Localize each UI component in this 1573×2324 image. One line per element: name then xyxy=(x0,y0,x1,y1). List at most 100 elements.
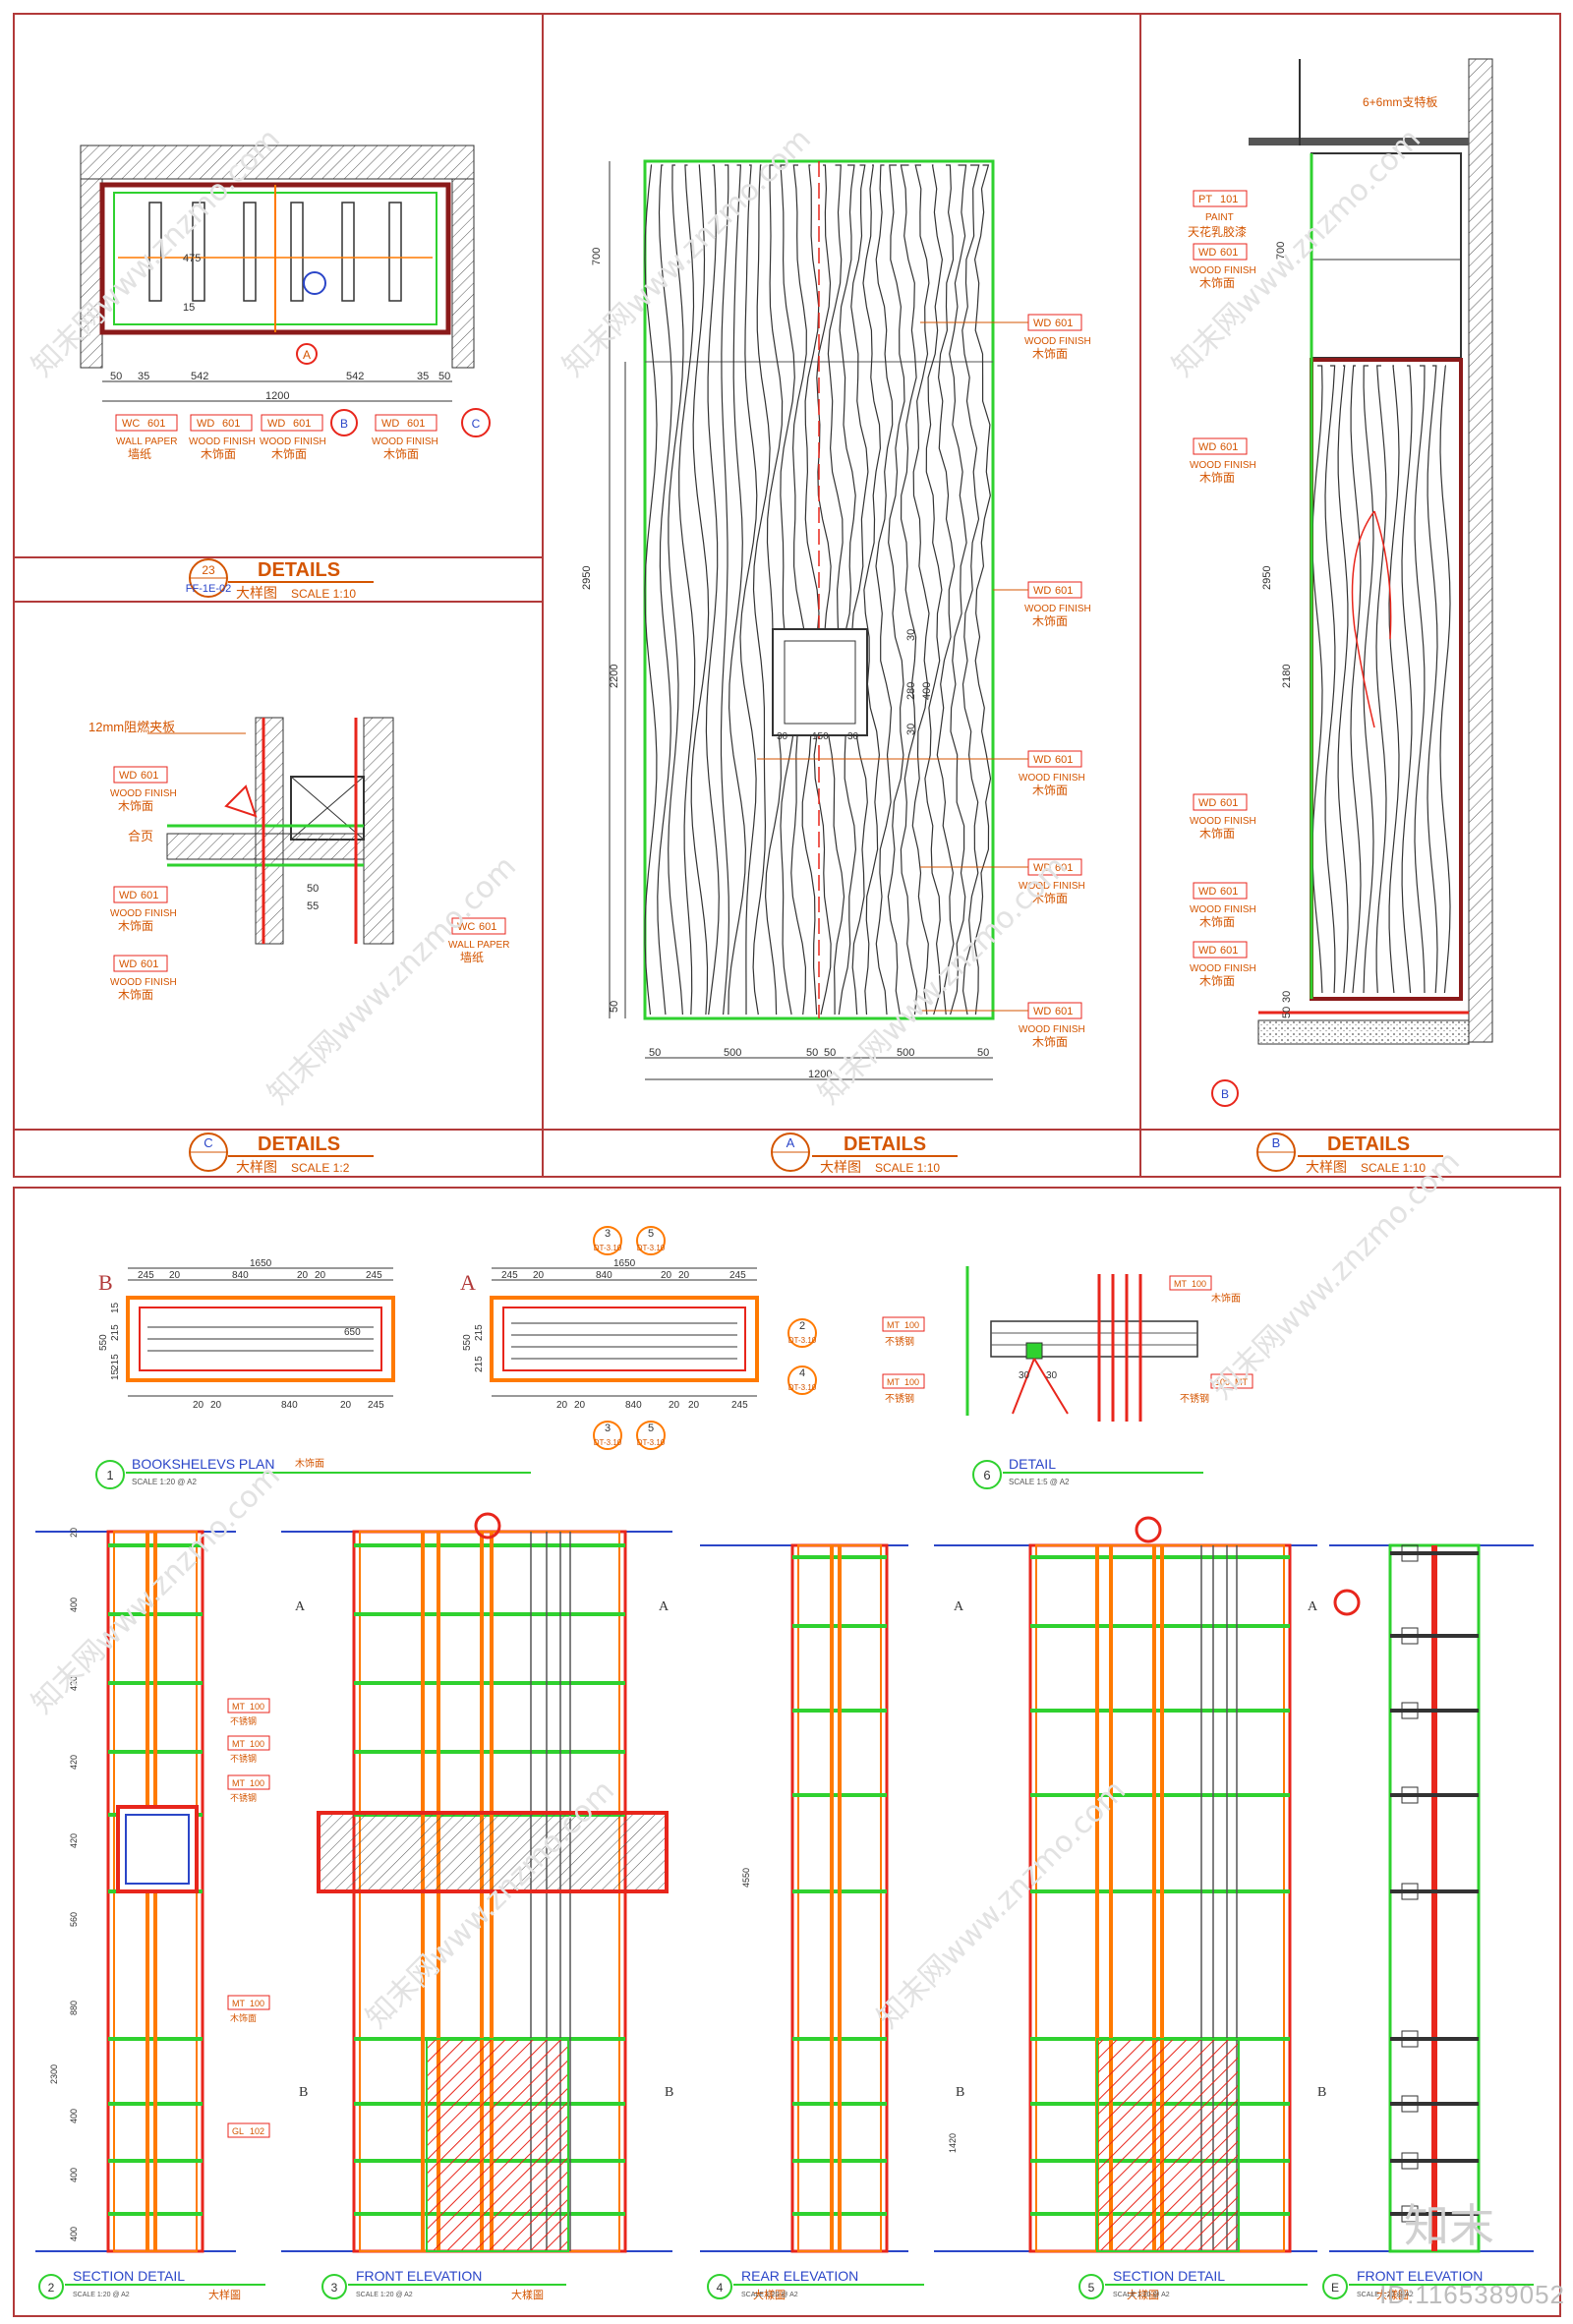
svg-text:DETAILS: DETAILS xyxy=(844,1133,926,1155)
svg-text:SCALE 1:20 @ A2: SCALE 1:20 @ A2 xyxy=(356,2292,413,2298)
svg-text:23: 23 xyxy=(202,563,215,577)
svg-text:3: 3 xyxy=(605,1228,611,1240)
svg-text:WD: WD xyxy=(1033,1006,1051,1017)
plan-a: A 1650 245 20 840 20 20 245 20 20 840 20… xyxy=(460,1226,817,1450)
svg-text:500: 500 xyxy=(724,1047,741,1059)
svg-text:215: 215 xyxy=(474,1356,485,1372)
dim-23-c: 542 xyxy=(191,371,208,382)
svg-text:15: 15 xyxy=(110,1302,121,1313)
svg-text:大样图: 大样图 xyxy=(1306,1159,1347,1175)
svg-text:A: A xyxy=(460,1270,476,1295)
svg-text:B: B xyxy=(1272,1135,1281,1150)
svg-text:SCALE 1:20 @ A2: SCALE 1:20 @ A2 xyxy=(1113,2292,1170,2298)
svg-text:WD: WD xyxy=(267,418,285,430)
svg-text:20: 20 xyxy=(297,1270,309,1281)
svg-text:木饰面: 木饰面 xyxy=(1199,276,1235,290)
wood-grain xyxy=(644,164,992,1016)
svg-text:木饰面: 木饰面 xyxy=(1199,827,1235,841)
svg-text:FRONT ELEVATION: FRONT ELEVATION xyxy=(356,2268,482,2284)
svg-text:SCALE 1:20 @ A2: SCALE 1:20 @ A2 xyxy=(132,1478,197,1486)
watermark-id: ID:1165389052 xyxy=(1379,2280,1565,2309)
svg-text:100: 100 xyxy=(904,1320,919,1330)
svg-text:30: 30 xyxy=(777,731,788,742)
svg-text:E: E xyxy=(1331,2281,1339,2295)
svg-text:100: 100 xyxy=(904,1377,919,1387)
svg-text:不锈钢: 不锈钢 xyxy=(1180,1392,1209,1405)
svg-text:A: A xyxy=(954,1599,964,1614)
elev-section-5 xyxy=(1028,1516,1292,2253)
svg-text:MT: MT xyxy=(232,1739,245,1749)
svg-text:B: B xyxy=(1317,2085,1326,2100)
svg-text:20: 20 xyxy=(193,1400,204,1411)
dim-23-b: 35 xyxy=(138,371,149,382)
svg-text:PAINT: PAINT xyxy=(1205,212,1234,223)
tags-a: WD 601 WOOD FINISH 木饰面 WD 601 WOOD FINIS… xyxy=(757,314,1091,1049)
svg-text:20: 20 xyxy=(533,1270,545,1281)
svg-text:DT-3.10: DT-3.10 xyxy=(788,1336,817,1345)
svg-text:FRONT ELEVATION: FRONT ELEVATION xyxy=(1357,2268,1483,2284)
svg-text:B: B xyxy=(299,2085,308,2100)
svg-text:WD: WD xyxy=(1033,754,1051,766)
svg-text:WOOD FINISH: WOOD FINISH xyxy=(1190,904,1256,915)
wood-grain-b xyxy=(1311,365,1451,994)
elevations xyxy=(106,1512,1481,2253)
svg-text:20: 20 xyxy=(678,1270,690,1281)
svg-text:SCALE 1:20 @ A2: SCALE 1:20 @ A2 xyxy=(73,2292,130,2298)
svg-text:400: 400 xyxy=(69,2109,79,2123)
svg-text:2: 2 xyxy=(799,1320,805,1332)
svg-text:601: 601 xyxy=(1220,945,1238,957)
svg-text:WD: WD xyxy=(1033,318,1051,329)
svg-text:102: 102 xyxy=(250,2126,264,2136)
elev-front-3 xyxy=(317,1512,669,2253)
svg-text:6: 6 xyxy=(983,1468,990,1482)
svg-text:不锈钢: 不锈钢 xyxy=(230,1715,257,1726)
svg-text:MT: MT xyxy=(232,1999,245,2008)
svg-text:100: 100 xyxy=(1215,1377,1230,1387)
svg-text:木饰面: 木饰面 xyxy=(230,2012,257,2023)
svg-text:5: 5 xyxy=(648,1423,654,1434)
svg-text:WD: WD xyxy=(197,418,214,430)
elev-dims: 20 400 420 420 420 560 880 2300 400 400 … xyxy=(49,1528,958,2241)
svg-text:50: 50 xyxy=(609,1001,620,1013)
svg-text:REAR ELEVATION: REAR ELEVATION xyxy=(741,2268,858,2284)
svg-text:50: 50 xyxy=(307,883,319,895)
svg-text:1: 1 xyxy=(106,1468,113,1482)
svg-text:30: 30 xyxy=(1281,991,1293,1003)
b-note-top: 6+6mm支特板 xyxy=(1363,94,1437,109)
dim-23-v2: 15 xyxy=(183,302,195,314)
title-c: C DETAILS 大样图 SCALE 1:2 xyxy=(189,1133,374,1175)
title-23: 23 FF-1E-02 DETAILS 大样图 SCALE 1:10 xyxy=(186,558,374,601)
svg-text:B: B xyxy=(1221,1087,1229,1101)
svg-text:SCALE 1:20 @ A2: SCALE 1:20 @ A2 xyxy=(1357,2292,1414,2298)
svg-text:WOOD FINISH: WOOD FINISH xyxy=(1190,816,1256,827)
c-note-top: 12mm阻燃夹板 xyxy=(88,720,175,734)
svg-text:SCALE 1:5 @ A2: SCALE 1:5 @ A2 xyxy=(1009,1478,1070,1486)
tags-c: WD 601 WOOD FINISH 木饰面 WD 601 WOOD FINIS… xyxy=(110,766,509,1002)
svg-text:1650: 1650 xyxy=(613,1258,636,1269)
title-a: A DETAILS 大样图 SCALE 1:10 xyxy=(771,1133,958,1175)
svg-text:SCALE 1:20 @ A2: SCALE 1:20 @ A2 xyxy=(741,2292,798,2298)
title-23-text: DETAILS xyxy=(258,559,340,581)
svg-text:大样圖: 大样圖 xyxy=(208,2288,241,2301)
svg-text:B: B xyxy=(665,2085,673,2100)
svg-text:天花乳胶漆: 天花乳胶漆 xyxy=(1188,224,1247,239)
svg-text:WD: WD xyxy=(1198,886,1216,898)
tags-23: WC 601 WALL PAPER 墙纸 WD 601 WOOD FINISH … xyxy=(115,408,491,461)
svg-text:601: 601 xyxy=(1055,1006,1073,1017)
svg-text:不锈钢: 不锈钢 xyxy=(885,1392,914,1405)
svg-text:木饰面: 木饰面 xyxy=(1199,974,1235,988)
svg-text:木饰面: 木饰面 xyxy=(1032,892,1068,905)
svg-text:215: 215 xyxy=(474,1324,485,1341)
svg-text:MT: MT xyxy=(232,1702,245,1712)
svg-text:MT: MT xyxy=(887,1320,900,1330)
svg-text:WD: WD xyxy=(119,770,137,782)
svg-text:245: 245 xyxy=(138,1270,154,1281)
svg-text:20: 20 xyxy=(556,1400,568,1411)
svg-text:大樣圖: 大樣圖 xyxy=(1376,2288,1409,2301)
svg-text:400: 400 xyxy=(69,1598,79,1612)
svg-text:601: 601 xyxy=(1220,886,1238,898)
svg-text:B: B xyxy=(98,1270,113,1295)
svg-text:C: C xyxy=(204,1135,212,1150)
svg-text:30: 30 xyxy=(1019,1370,1030,1381)
title-b: B DETAILS 大样图 SCALE 1:10 xyxy=(1256,1133,1443,1175)
